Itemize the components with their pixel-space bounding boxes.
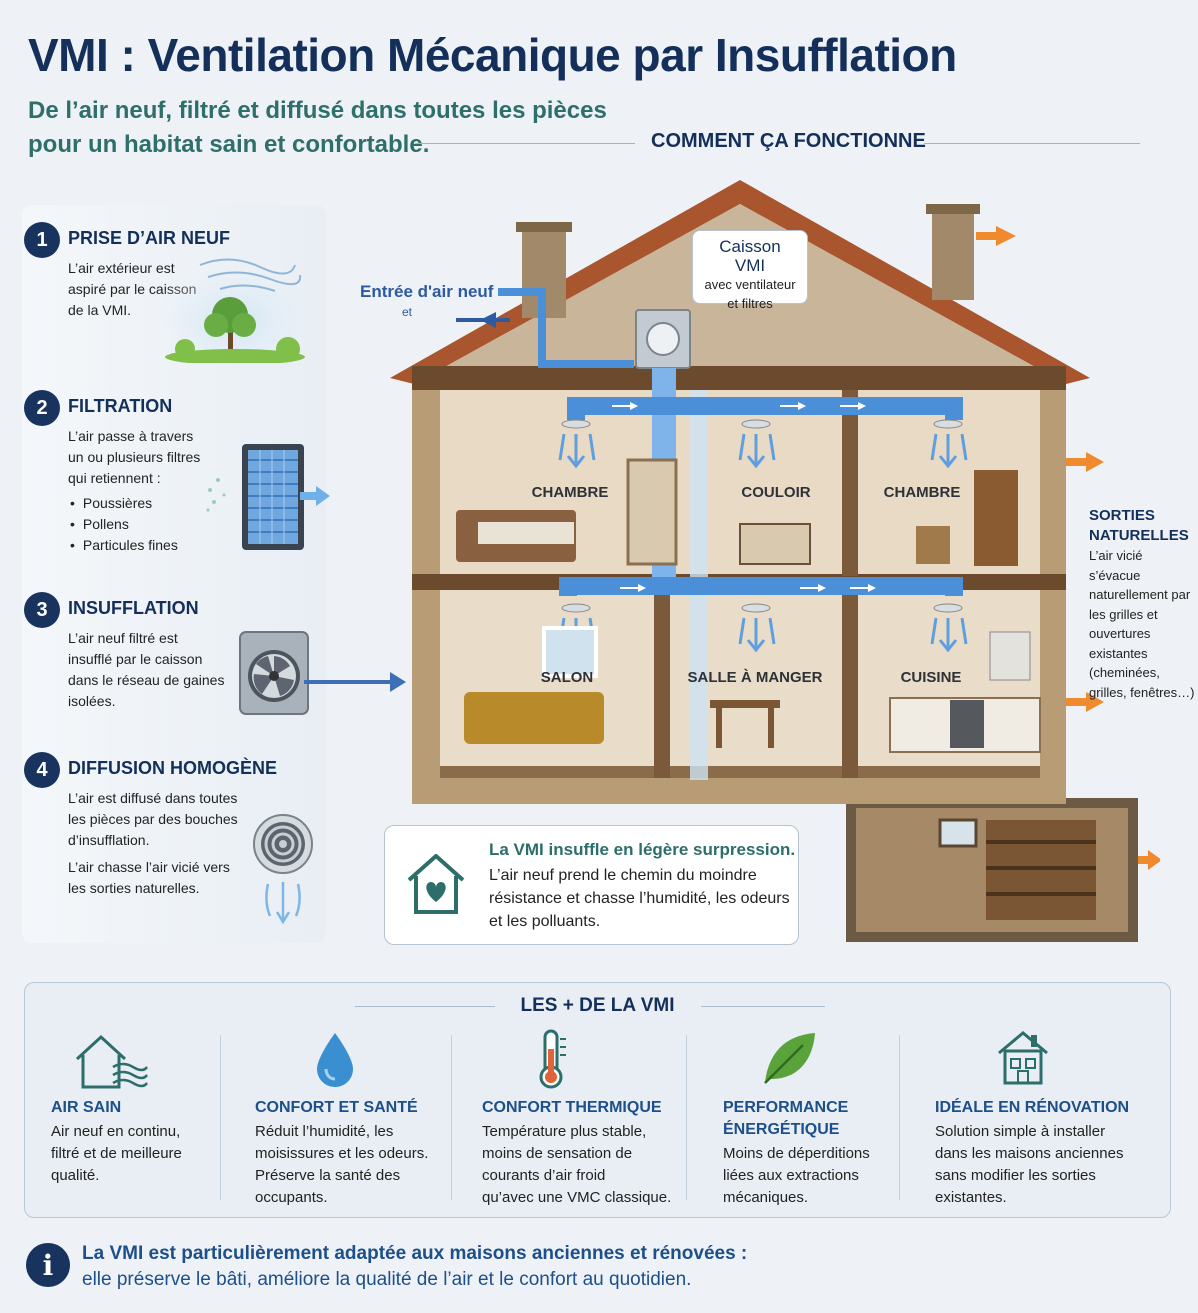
divider — [899, 1035, 900, 1200]
step-title: DIFFUSION HOMOGÈNE — [68, 758, 278, 778]
divider — [451, 1035, 452, 1200]
tree-wind-icon — [160, 255, 310, 363]
house-wind-icon — [75, 1034, 149, 1089]
divider — [701, 1006, 825, 1007]
page-subtitle: De l’air neuf, filtré et diffusé dans to… — [28, 97, 607, 158]
natural-exits-text: SORTIES NATURELLES L’air vicié s’évacue … — [1089, 507, 1195, 700]
step-number: 4 — [24, 752, 60, 788]
room-label: SALLE À MANGER — [687, 669, 823, 686]
info-text: L’air neuf prend le chemin du moindre ré… — [489, 867, 790, 930]
caisson-callout: Caisson VMI avec ventilateur et filtres — [692, 230, 808, 311]
air-filter-icon — [206, 444, 330, 550]
section-title-how: COMMENT ÇA FONCTIONNE — [651, 130, 926, 152]
step-text: L’air est diffusé dans toutes les pièces… — [68, 790, 238, 896]
step-text: L’air passe à travers un ou plusieurs fi… — [68, 426, 200, 556]
step-number: 2 — [24, 390, 60, 426]
footer-text-bold: La VMI est particulièrement adaptée aux … — [82, 1243, 748, 1264]
room-label: CUISINE — [900, 669, 962, 686]
surpression-info-box: La VMI insuffle en légère surpression. L… — [384, 825, 799, 945]
page-title: VMI : Ventilation Mécanique par Insuffla… — [28, 29, 957, 81]
divider — [686, 1035, 687, 1200]
step-number: 1 — [24, 222, 60, 258]
benefits-panel: LES + DE LA VMI AIR SAIN Air neuf en con… — [24, 982, 1171, 1218]
footer-text: elle préserve le bâti, améliore la quali… — [82, 1269, 692, 1290]
divider — [415, 143, 635, 144]
divider — [355, 1006, 495, 1007]
old-house-icon — [998, 1031, 1048, 1085]
divider — [924, 143, 1140, 144]
house-illustration — [390, 180, 1160, 942]
water-drop-icon — [317, 1033, 353, 1087]
divider — [220, 1035, 221, 1200]
room-label: CHAMBRE — [883, 484, 961, 501]
room-label: COULOIR — [741, 484, 811, 501]
thermometer-icon — [539, 1029, 566, 1089]
leaf-icon — [764, 1033, 815, 1084]
info-title: La VMI insuffle en légère surpression. — [489, 840, 796, 859]
room-label: CHAMBRE — [531, 484, 609, 501]
room-label: SALON — [540, 669, 594, 686]
step-title: INSUFFLATION — [68, 598, 199, 618]
air-intake-label: Entrée d'air neuf — [360, 282, 494, 301]
step-title: FILTRATION — [68, 396, 173, 416]
info-icon: i — [26, 1243, 70, 1287]
step-number: 3 — [24, 592, 60, 628]
step-title: PRISE D’AIR NEUF — [68, 228, 231, 248]
step-text: L’air neuf filtré est insufflé par le ca… — [68, 630, 225, 709]
air-intake-sublabel: et — [402, 305, 413, 319]
benefits-title: LES + DE LA VMI — [520, 995, 675, 1016]
diffuser-icon — [253, 814, 313, 925]
house-heart-icon — [407, 854, 465, 914]
fan-unit-icon — [239, 631, 406, 715]
